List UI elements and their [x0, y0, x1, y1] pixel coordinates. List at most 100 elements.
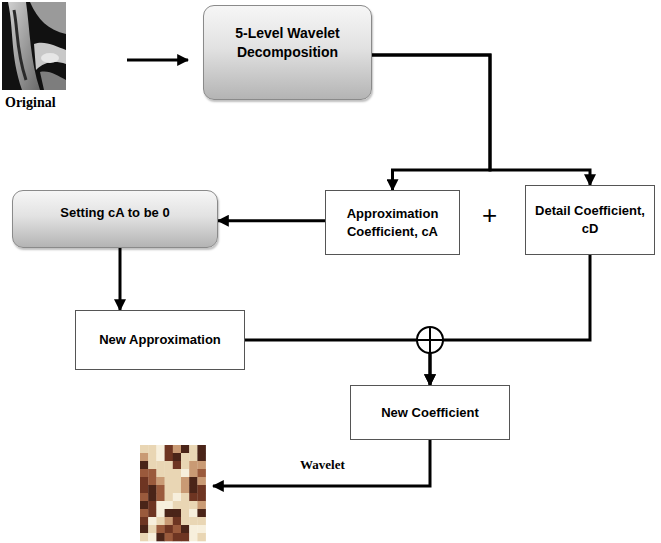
pixel	[140, 493, 149, 501]
pixel	[189, 517, 198, 525]
pixel	[197, 501, 206, 509]
pixel	[189, 501, 198, 509]
connector-arrow	[245, 340, 430, 385]
process-box: Setting cA to be 0	[12, 190, 218, 248]
input-arrow	[127, 59, 188, 62]
pixel	[156, 493, 165, 501]
pixel	[140, 453, 149, 461]
pixel	[173, 461, 182, 469]
pixel	[165, 525, 174, 533]
pixel	[189, 509, 198, 517]
pixel	[197, 461, 206, 469]
connector-arrow	[372, 55, 490, 190]
pixel	[156, 485, 165, 493]
pixel	[156, 477, 165, 485]
pixel	[173, 469, 182, 477]
pixel	[189, 453, 198, 461]
pixel	[173, 533, 182, 541]
pixel	[181, 485, 190, 493]
pixel	[156, 525, 165, 533]
pixel	[140, 461, 149, 469]
pixel	[156, 501, 165, 509]
pixel	[189, 461, 198, 469]
plus-sign: +	[482, 200, 497, 231]
node-text: New Approximation	[99, 331, 221, 349]
pixel	[148, 509, 157, 517]
pixel	[197, 477, 206, 485]
pixel	[181, 445, 190, 453]
pixel	[165, 509, 174, 517]
pixel	[140, 517, 149, 525]
pixel	[173, 517, 182, 525]
pixel	[189, 445, 198, 453]
pixel	[165, 453, 174, 461]
pixel	[181, 509, 190, 517]
pixel	[148, 485, 157, 493]
pixel	[181, 525, 190, 533]
pixel	[156, 445, 165, 453]
pixel	[181, 493, 190, 501]
pixel	[148, 501, 157, 509]
pixel	[165, 461, 174, 469]
pixel	[173, 453, 182, 461]
pixel	[181, 461, 190, 469]
pixel	[148, 445, 157, 453]
pixel	[165, 445, 174, 453]
pixel	[189, 525, 198, 533]
pixel	[165, 517, 174, 525]
pixel	[189, 477, 198, 485]
pixel	[197, 525, 206, 533]
pixel	[181, 477, 190, 485]
pixel	[197, 517, 206, 525]
pixel	[140, 477, 149, 485]
node-text: New Coefficient	[381, 404, 479, 422]
connector-arrow	[372, 55, 590, 185]
pixel	[140, 485, 149, 493]
pixel	[181, 533, 190, 541]
pixel	[197, 509, 206, 517]
pixel	[148, 469, 157, 477]
pixel	[189, 533, 198, 541]
pixel	[140, 445, 149, 453]
sum-symbol	[417, 327, 443, 353]
pixel	[173, 477, 182, 485]
node-text: Setting cA to be 0	[60, 204, 169, 222]
pixel	[189, 485, 198, 493]
pixel	[173, 501, 182, 509]
coefficient-box: Approximation Coefficient, cA	[325, 190, 460, 255]
pixel	[165, 485, 174, 493]
pixel	[197, 493, 206, 501]
pixel	[148, 517, 157, 525]
pixel	[197, 469, 206, 477]
pixel	[181, 501, 190, 509]
pixel	[181, 453, 190, 461]
output-arrow	[213, 440, 430, 486]
pixel	[148, 477, 157, 485]
process-box: 5-Level Wavelet Decomposition	[203, 5, 372, 100]
pixel	[140, 509, 149, 517]
approximation-box: New Approximation	[75, 310, 245, 370]
pixel	[165, 493, 174, 501]
mri-image	[2, 2, 66, 90]
pixel	[173, 525, 182, 533]
pixel	[148, 525, 157, 533]
pixel	[189, 469, 198, 477]
connector-arrow	[119, 248, 122, 310]
connector-arrow	[430, 255, 590, 385]
pixel	[165, 501, 174, 509]
pixel	[165, 469, 174, 477]
pixel	[197, 445, 206, 453]
pixel	[140, 501, 149, 509]
pixel	[156, 453, 165, 461]
pixel	[156, 533, 165, 541]
node-text: 5-Level Wavelet Decomposition	[212, 24, 363, 62]
node-text: Approximation Coefficient, cA	[334, 205, 451, 240]
pixel	[140, 533, 149, 541]
pixel	[156, 517, 165, 525]
coefficient-box: New Coefficient	[350, 385, 510, 440]
pixel	[156, 461, 165, 469]
pixel	[148, 493, 157, 501]
pixel	[148, 461, 157, 469]
pixel	[181, 469, 190, 477]
pixel	[156, 469, 165, 477]
